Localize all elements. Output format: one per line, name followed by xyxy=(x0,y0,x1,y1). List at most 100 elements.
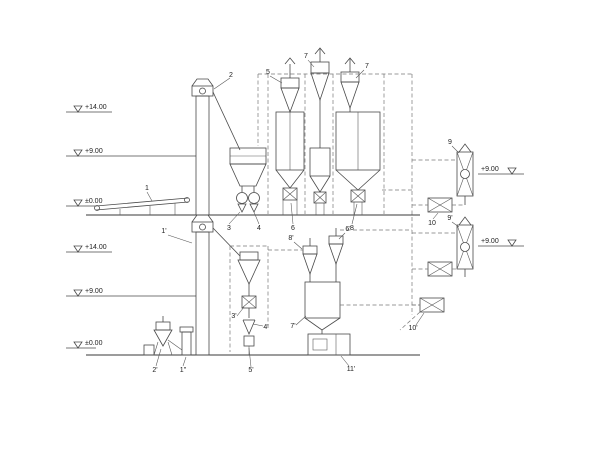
elevator-head xyxy=(191,85,214,97)
equipment-tags-upper: 1 2 3 4 5 6 7 7 8 9 9' 10 xyxy=(145,53,460,232)
elevation-label: +14.00 xyxy=(85,104,107,111)
equipment-tag: 4' xyxy=(263,324,268,331)
leader-line xyxy=(252,323,264,327)
filter-cross xyxy=(427,261,453,277)
cyclone-cone xyxy=(310,72,330,102)
elevation-markers-right: +9.00 +9.00 xyxy=(478,166,524,247)
equipment-tag: 7 xyxy=(365,63,369,70)
cyclone-bin-group-a xyxy=(275,57,305,215)
equipment-tag: 10' xyxy=(408,325,417,332)
rotary-feeder xyxy=(350,189,366,203)
packing-machine xyxy=(307,333,351,356)
leader-line xyxy=(213,77,231,90)
vent-cap-icon xyxy=(344,57,356,65)
pulley-icon xyxy=(184,197,190,203)
cyclone-6p xyxy=(328,228,344,282)
filter-box-10 xyxy=(427,197,453,213)
elevation-triangle-icon xyxy=(507,239,517,247)
cyclone-cone xyxy=(302,253,318,276)
elevator-leg-casing xyxy=(195,95,210,216)
equipment-tag: 4 xyxy=(257,225,261,232)
feeder-cross xyxy=(313,191,327,204)
belt-conveyor xyxy=(94,197,190,215)
leader-line xyxy=(451,145,460,154)
cyclone-cone xyxy=(340,81,360,110)
bin-hopper xyxy=(275,169,305,189)
leader-line xyxy=(295,315,307,326)
elevation-marker: +9.00 xyxy=(478,166,524,175)
equipment-tag: 7 xyxy=(304,53,308,60)
elevation-marker: ±0.00 xyxy=(66,340,103,349)
sieve-machine xyxy=(229,147,267,213)
duct-branch xyxy=(399,311,421,331)
equipment-tag: 1 xyxy=(145,185,149,192)
leader-line xyxy=(155,348,162,367)
aspiration-ducts-lower xyxy=(229,229,421,352)
cyclone-body xyxy=(280,77,300,89)
elevator-head-roof xyxy=(191,214,214,223)
discharge-spout xyxy=(212,227,241,257)
elevation-triangle-icon xyxy=(73,105,83,113)
elevation-marker: +9.00 xyxy=(66,288,196,297)
equipment-tag: 8 xyxy=(350,225,354,232)
head-pulley-icon xyxy=(199,223,206,231)
leader-line xyxy=(355,69,365,79)
leader-line xyxy=(290,202,294,225)
elevation-markers-lower-left: +14.00 +9.00 ±0.00 xyxy=(66,244,196,349)
fan-impeller-icon xyxy=(460,242,470,252)
leader-line xyxy=(293,241,303,250)
packer-detail xyxy=(312,338,328,351)
equipment-tags-lower: 1' 8' 6' 3' 4' 5' 7' 11' 2' 1'' 10' xyxy=(152,226,425,374)
leader-line xyxy=(167,234,193,244)
storage-bin xyxy=(304,281,341,319)
equipment-tag: 3' xyxy=(231,313,236,320)
belt-top xyxy=(95,197,189,207)
fan-unit-9p xyxy=(456,216,474,277)
feeder-cross xyxy=(282,187,298,201)
sieve-hopper xyxy=(229,163,267,187)
equipment-tag: 3 xyxy=(227,225,231,232)
filter-box-mid xyxy=(427,261,453,277)
equipment-tag: 8' xyxy=(288,235,293,242)
elevation-triangle-icon xyxy=(73,245,83,253)
equipment-tag: 2 xyxy=(229,72,233,79)
equipment-tag: 9 xyxy=(448,139,452,146)
distributor-column xyxy=(237,251,261,355)
cyclone-body xyxy=(302,245,318,255)
cyclone-body xyxy=(310,61,330,74)
elevation-label: +9.00 xyxy=(85,148,103,155)
elevation-marker: +9.00 xyxy=(66,148,196,157)
leader-line xyxy=(248,347,252,368)
elevation-marker: +14.00 xyxy=(66,244,112,253)
elevator-head-roof xyxy=(191,78,214,87)
fan-cap-icon xyxy=(458,143,472,153)
filter-cross xyxy=(419,297,445,313)
equipment-tag: 11' xyxy=(347,366,356,373)
elevator-leg-casing xyxy=(195,231,210,356)
cyclone-cone xyxy=(153,329,173,347)
elevation-label: +14.00 xyxy=(85,244,107,251)
elevation-marker: ±0.00 xyxy=(66,198,103,207)
fan-unit-9 xyxy=(456,143,474,205)
elevation-triangle-icon xyxy=(73,289,83,297)
leader-line xyxy=(351,203,358,225)
leader-line xyxy=(269,75,283,84)
equipment-tag: 1'' xyxy=(180,367,187,374)
leader-line xyxy=(432,212,439,220)
leader-line xyxy=(182,356,187,367)
fan-impeller-icon xyxy=(460,169,470,179)
cyclone-body xyxy=(155,321,171,331)
bin-packer-group xyxy=(304,281,351,356)
cyclone-body xyxy=(340,71,360,83)
motor-box xyxy=(143,344,155,356)
leader-line xyxy=(415,312,425,326)
support-leg xyxy=(153,341,159,356)
discharge-cone xyxy=(249,203,259,213)
leader-line xyxy=(228,211,241,225)
feeder-cross xyxy=(241,295,257,309)
mini-elevator-1pp xyxy=(179,326,194,356)
pulley-icon xyxy=(94,205,100,211)
fan-cap-icon xyxy=(458,216,472,226)
feeder-cross xyxy=(350,189,366,203)
bag-clamp xyxy=(243,335,255,347)
